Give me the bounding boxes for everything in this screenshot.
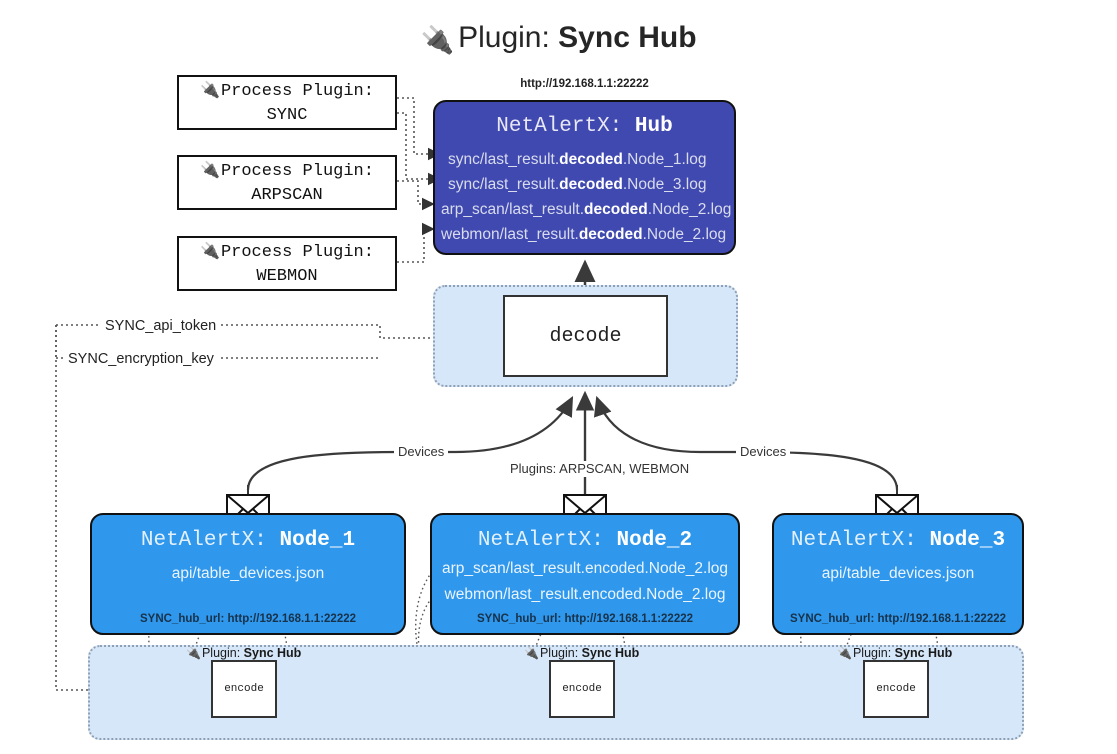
log-post: .Node_1.log	[622, 151, 707, 168]
log-pre: sync/last_result.	[448, 151, 560, 168]
log-post: .Node_3.log	[622, 176, 707, 193]
node-line: api/table_devices.json	[821, 565, 975, 582]
process-plugin-line1: Process Plugin:	[220, 81, 374, 101]
process-plugin-sync[interactable]: 🔌Process Plugin: SYNC	[177, 75, 397, 130]
sync-plugin-label-3: 🔌Plugin: Sync Hub	[837, 646, 952, 661]
edge-label-devices-left: Devices	[394, 444, 449, 460]
log-pre: webmon/last_result.	[441, 226, 579, 243]
plug-icon: 🔌	[186, 646, 201, 660]
process-plugin-arpscan[interactable]: 🔌Process Plugin: ARPSCAN	[177, 155, 397, 210]
page-title-name: Sync Hub	[558, 21, 697, 54]
edge-label-devices-right: Devices	[736, 444, 791, 460]
hub-log-line: sync/last_result.decoded.Node_1.log	[448, 147, 734, 172]
decode-box[interactable]: decode	[503, 295, 668, 377]
node-title: NetAlertX: Node_1	[92, 527, 404, 554]
log-mid: decoded	[559, 151, 623, 168]
node-line: arp_scan/last_result.encoded.Node_2.log	[441, 560, 729, 577]
plug-icon: 🔌	[524, 646, 539, 660]
log-mid: decoded	[584, 201, 648, 218]
plugin-label-name: Sync Hub	[243, 646, 302, 660]
plug-icon: 🔌	[420, 25, 455, 55]
log-mid: decoded	[578, 226, 643, 243]
plug-icon: 🔌	[200, 79, 220, 99]
node-line-list: api/table_devices.json	[92, 561, 404, 587]
plugin-label-name: Sync Hub	[894, 646, 953, 660]
plugin-label-prefix: Plugin:	[852, 646, 892, 660]
process-plugin-line1: Process Plugin:	[220, 161, 374, 181]
node-footer: SYNC_hub_url: http://192.168.1.1:22222	[789, 613, 1007, 625]
node-3[interactable]: NetAlertX: Node_3 api/table_devices.json…	[772, 513, 1024, 635]
page-title-prefix: Plugin:	[458, 21, 550, 54]
page-title: 🔌Plugin: Sync Hub	[0, 16, 1117, 62]
node-1[interactable]: NetAlertX: Node_1 api/table_devices.json…	[90, 513, 406, 635]
encode-box-node1[interactable]: encode	[211, 660, 277, 718]
plugin-label-prefix: Plugin:	[201, 646, 241, 660]
node-footer: SYNC_hub_url: http://192.168.1.1:22222	[139, 613, 357, 625]
node-title-prefix: NetAlertX:	[140, 529, 267, 552]
hub-title-name: Hub	[634, 115, 673, 138]
node-line: api/table_devices.json	[171, 565, 325, 582]
process-plugin-line2: WEBMON	[256, 266, 318, 286]
sync-plugin-label-2: 🔌Plugin: Sync Hub	[524, 646, 639, 661]
node-title: NetAlertX: Node_3	[774, 527, 1022, 554]
log-pre: sync/last_result.	[448, 176, 560, 193]
process-plugin-line2: SYNC	[266, 105, 308, 125]
hub-log-line: webmon/last_result.decoded.Node_2.log	[441, 222, 734, 247]
node-title-prefix: NetAlertX:	[790, 529, 917, 552]
node-line: webmon/last_result.encoded.Node_2.log	[444, 586, 726, 603]
plug-icon: 🔌	[200, 240, 220, 260]
hub-node[interactable]: NetAlertX: Hub sync/last_result.decoded.…	[433, 100, 736, 255]
edge-label-plugins-center: Plugins: ARPSCAN, WEBMON	[506, 461, 694, 477]
encode-box-node2[interactable]: encode	[549, 660, 615, 718]
process-plugin-line1: Process Plugin:	[220, 242, 374, 262]
node-title: NetAlertX: Node_2	[432, 527, 738, 554]
sync-encryption-key-label: SYNC_encryption_key	[63, 350, 219, 368]
sync-api-token-label: SYNC_api_token	[100, 317, 222, 335]
hub-log-list: sync/last_result.decoded.Node_1.log sync…	[435, 147, 734, 247]
encode-box-node3[interactable]: encode	[863, 660, 929, 718]
plug-icon: 🔌	[200, 159, 220, 179]
hub-log-line: arp_scan/last_result.decoded.Node_2.log	[441, 197, 734, 222]
sync-plugin-label-1: 🔌Plugin: Sync Hub	[186, 646, 301, 661]
hub-log-line: sync/last_result.decoded.Node_3.log	[448, 172, 734, 197]
node-title-name: Node_2	[616, 529, 693, 552]
log-post: .Node_2.log	[642, 226, 727, 243]
node-title-prefix: NetAlertX:	[477, 529, 604, 552]
plug-icon: 🔌	[837, 646, 852, 660]
log-post: .Node_2.log	[647, 201, 732, 218]
hub-title: NetAlertX: Hub	[435, 113, 734, 141]
hub-title-prefix: NetAlertX:	[496, 115, 623, 138]
node-2[interactable]: NetAlertX: Node_2 arp_scan/last_result.e…	[430, 513, 740, 635]
node-footer: SYNC_hub_url: http://192.168.1.1:22222	[476, 613, 694, 625]
node-line-list: arp_scan/last_result.encoded.Node_2.log …	[432, 556, 738, 608]
node-title-name: Node_3	[929, 529, 1006, 552]
log-pre: arp_scan/last_result.	[441, 201, 585, 218]
log-mid: decoded	[559, 176, 623, 193]
plugin-label-prefix: Plugin:	[539, 646, 579, 660]
process-plugin-line2: ARPSCAN	[251, 185, 323, 205]
hub-url-label: http://192.168.1.1:22222	[520, 78, 649, 90]
plugin-label-name: Sync Hub	[581, 646, 640, 660]
process-plugin-webmon[interactable]: 🔌Process Plugin: WEBMON	[177, 236, 397, 291]
node-line-list: api/table_devices.json	[774, 561, 1022, 587]
node-title-name: Node_1	[279, 529, 356, 552]
